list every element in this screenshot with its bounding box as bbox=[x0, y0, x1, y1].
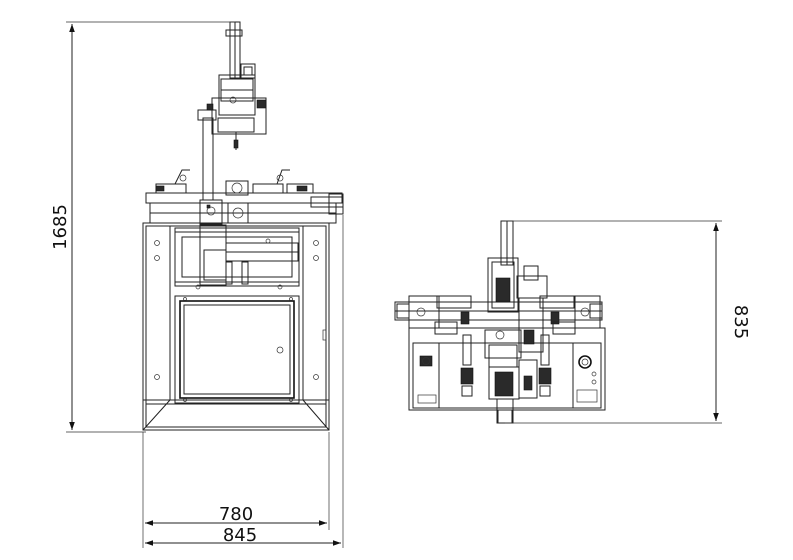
drill-head bbox=[197, 21, 267, 201]
cabinet-door bbox=[174, 295, 300, 404]
cabinet bbox=[142, 222, 330, 431]
dimension-label-height-top: 835 bbox=[730, 305, 751, 339]
front-view bbox=[142, 21, 344, 431]
upper-frame bbox=[174, 224, 300, 290]
dimensions: 1685 835 780 845 bbox=[50, 21, 751, 548]
dimension-label-width-outer: 845 bbox=[223, 525, 257, 546]
dimension-label-height-front: 1685 bbox=[50, 204, 71, 250]
work-table bbox=[145, 169, 344, 225]
dimension-label-width-inner: 780 bbox=[219, 504, 253, 525]
top-view bbox=[394, 220, 606, 424]
